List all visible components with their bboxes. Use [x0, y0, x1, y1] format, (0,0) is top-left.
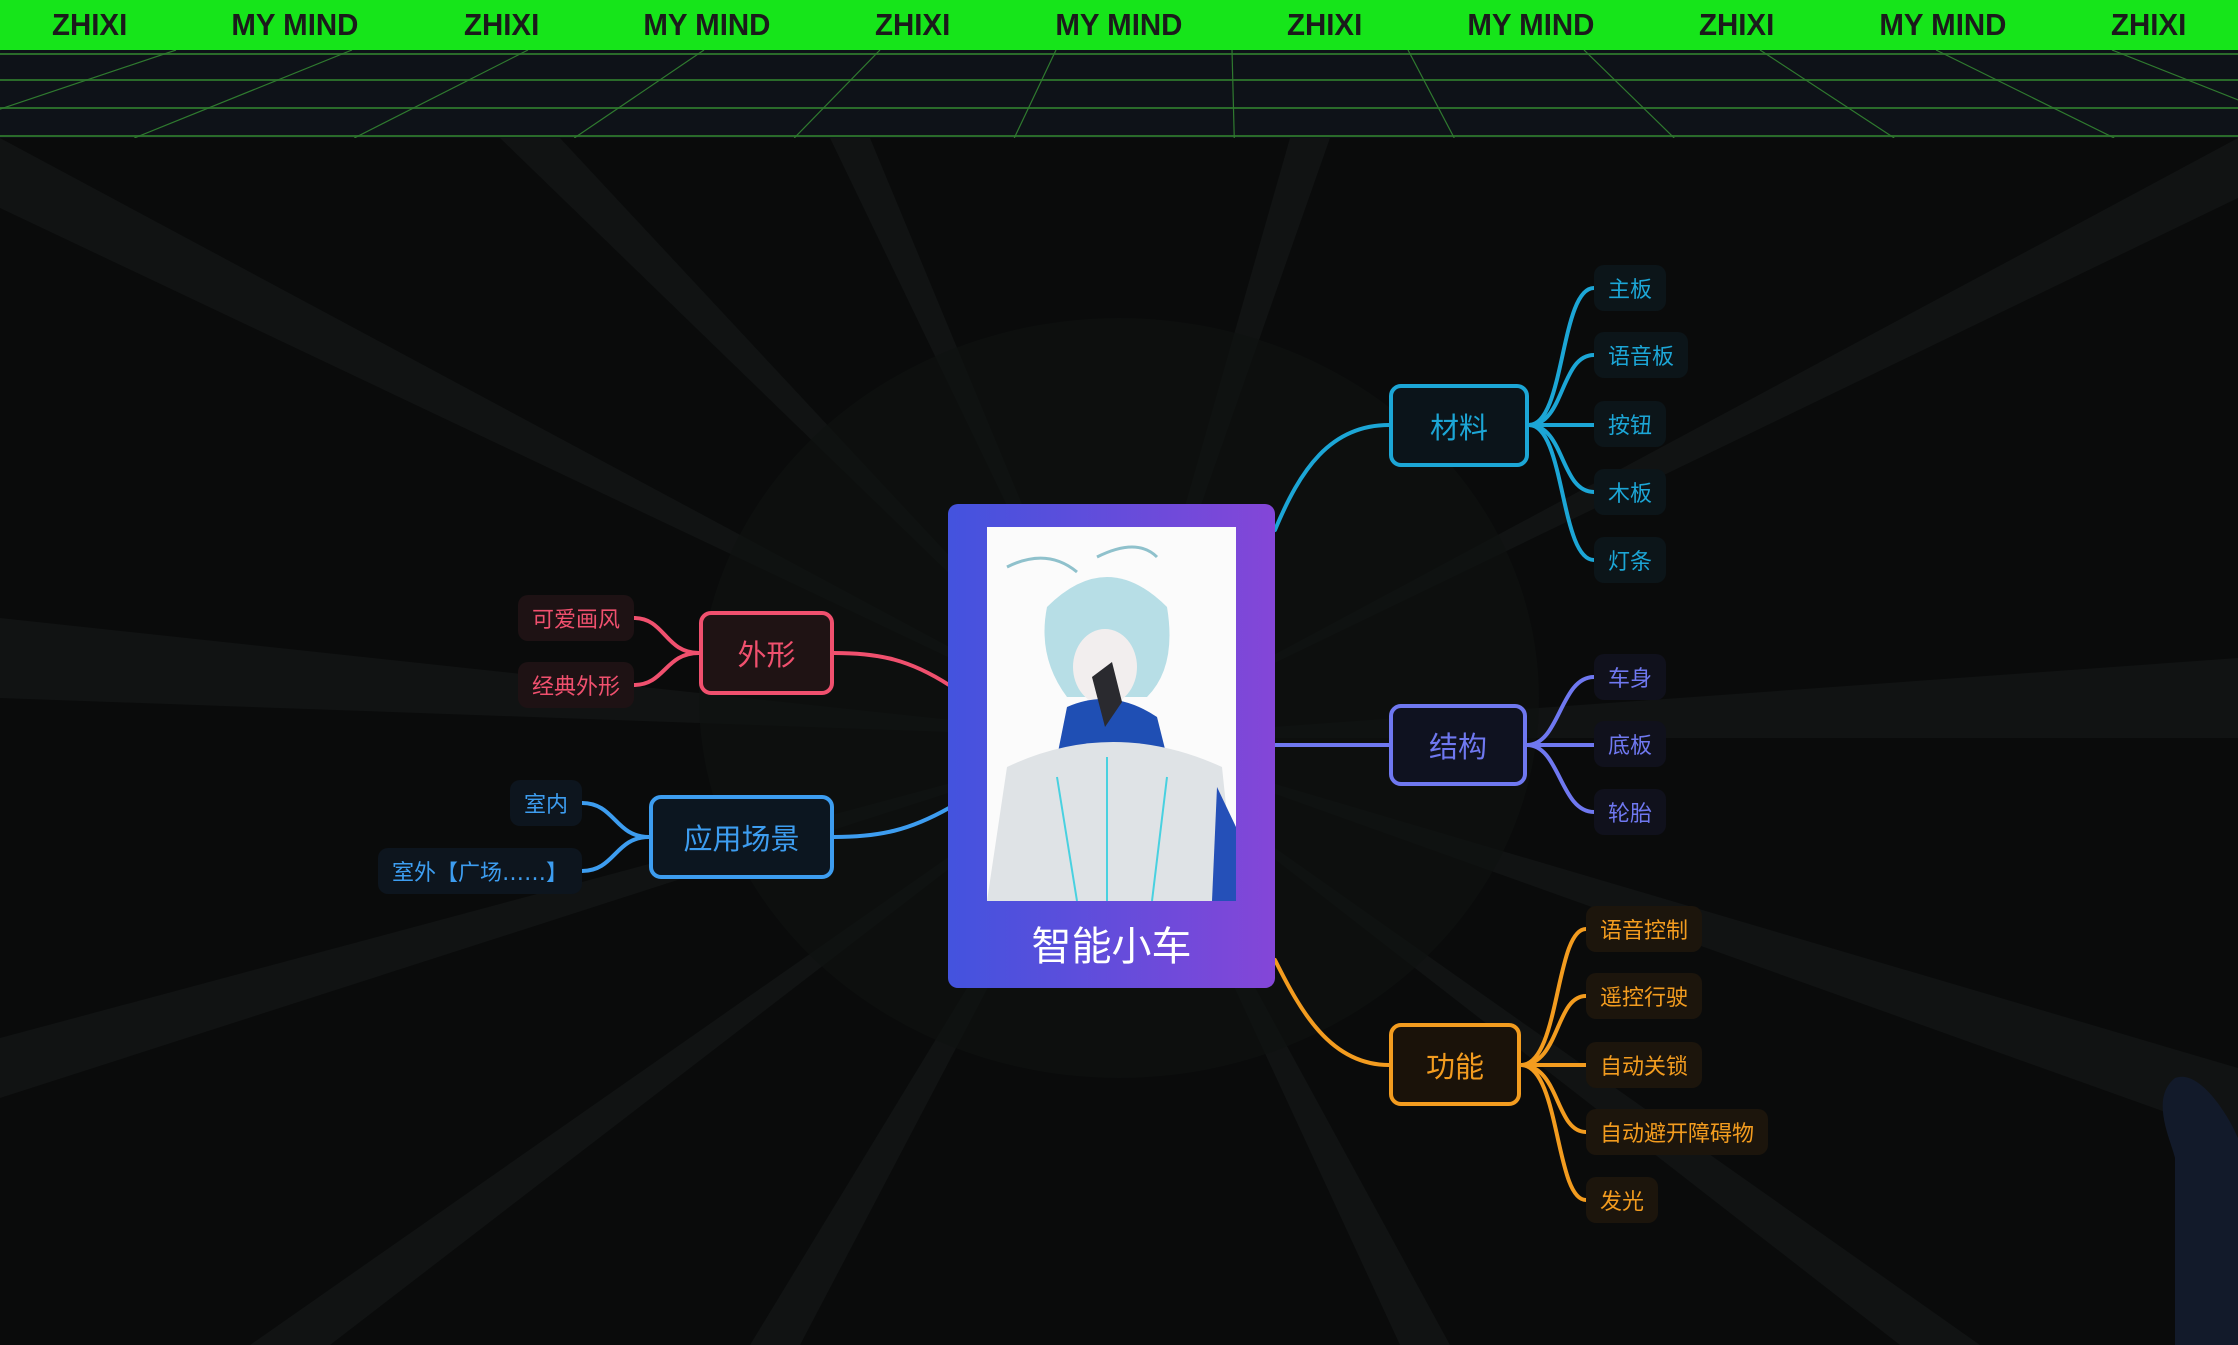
child-node[interactable]: 车身 [1594, 654, 1667, 700]
child-node[interactable]: 语音控制 [1586, 906, 1703, 952]
child-label: 可爱画风 [531, 608, 620, 633]
branch-functions[interactable]: 功能 [1389, 1023, 1521, 1106]
child-label: 室外【广场……】 [391, 861, 568, 886]
child-node[interactable]: 室外【广场……】 [377, 848, 582, 894]
branch-scenario[interactable]: 应用场景 [649, 795, 834, 879]
branch-label: 功能 [1425, 1049, 1484, 1084]
banner-text: MY MIND [1879, 7, 2007, 42]
link-scenario [832, 806, 951, 839]
banner-text: ZHIXI [1287, 7, 1363, 42]
branch-appearance[interactable]: 外形 [699, 611, 834, 695]
child-node[interactable]: 轮胎 [1594, 789, 1667, 835]
banner-text: ZHIXI [2110, 7, 2187, 42]
grid-line [134, 49, 353, 139]
child-label: 按钮 [1608, 414, 1653, 439]
branch-structure[interactable]: 结构 [1389, 704, 1527, 786]
grid-line [1759, 49, 1895, 139]
child-node[interactable]: 遥控行驶 [1586, 973, 1703, 1019]
child-label: 发光 [1600, 1190, 1645, 1215]
link-functions [1273, 958, 1391, 1067]
grid-line [1407, 49, 1455, 139]
root-label: 智能小车 [1031, 924, 1192, 970]
child-label: 自动避开障碍物 [1600, 1122, 1755, 1147]
child-label: 木板 [1608, 482, 1653, 507]
link-appearance [832, 651, 951, 687]
grid-line [1231, 49, 1235, 139]
branch-label: 材料 [1429, 410, 1488, 445]
banner-text: ZHIXI [51, 7, 127, 42]
banner-text: ZHIXI [1699, 7, 1775, 42]
grid-line [1013, 49, 1057, 139]
child-label: 底板 [1608, 734, 1653, 759]
grid-line [793, 49, 881, 139]
banner-text: MY MIND [1467, 7, 1595, 42]
child-node[interactable]: 语音板 [1594, 332, 1689, 378]
child-node[interactable]: 按钮 [1594, 401, 1667, 447]
child-label: 轮胎 [1608, 802, 1653, 827]
child-label: 语音控制 [1600, 919, 1689, 944]
child-label: 遥控行驶 [1600, 986, 1689, 1011]
child-node[interactable]: 发光 [1586, 1177, 1659, 1223]
child-node[interactable]: 自动避开障碍物 [1586, 1109, 1769, 1155]
child-node[interactable]: 室内 [509, 780, 582, 826]
branch-label: 结构 [1428, 730, 1487, 764]
banner-text: MY MIND [643, 7, 771, 42]
child-label: 经典外形 [531, 675, 620, 700]
grid-line [573, 49, 705, 139]
decorative-figure [2162, 1076, 2238, 1345]
child-label: 车身 [1608, 667, 1653, 692]
perspective-grid [0, 49, 2238, 139]
child-node[interactable]: 底板 [1594, 721, 1667, 767]
grid-line [2111, 49, 2238, 101]
link-materials [1273, 423, 1391, 532]
grid-line [0, 49, 177, 110]
child-label: 自动关锁 [1600, 1055, 1689, 1080]
banner-text: MY MIND [1055, 7, 1183, 42]
child-label: 室内 [523, 793, 568, 818]
child-node[interactable]: 经典外形 [517, 662, 634, 708]
child-label: 主板 [1608, 278, 1653, 303]
branch-label: 外形 [737, 638, 796, 672]
root-image [987, 527, 1236, 901]
child-label: 灯条 [1608, 550, 1653, 575]
branch-label: 应用场景 [683, 822, 800, 856]
child-node[interactable]: 木板 [1594, 469, 1667, 515]
banner-text: ZHIXI [875, 7, 951, 42]
branch-materials[interactable]: 材料 [1389, 384, 1529, 467]
child-node[interactable]: 主板 [1594, 265, 1667, 311]
grid-line [1935, 49, 2115, 139]
grid-line [1583, 49, 1675, 139]
banner-text: MY MIND [231, 7, 359, 42]
root-node[interactable]: 智能小车 [948, 504, 1275, 988]
child-node[interactable]: 自动关锁 [1586, 1042, 1703, 1088]
marquee-banner: ZHIXI MY MIND ZHIXI MY MIND ZHIXI MY MIN… [0, 0, 2238, 50]
banner-text: ZHIXI [463, 7, 539, 42]
child-label: 语音板 [1608, 345, 1675, 370]
child-node[interactable]: 可爱画风 [517, 595, 634, 641]
child-node[interactable]: 灯条 [1594, 537, 1667, 583]
grid-line [353, 49, 529, 139]
